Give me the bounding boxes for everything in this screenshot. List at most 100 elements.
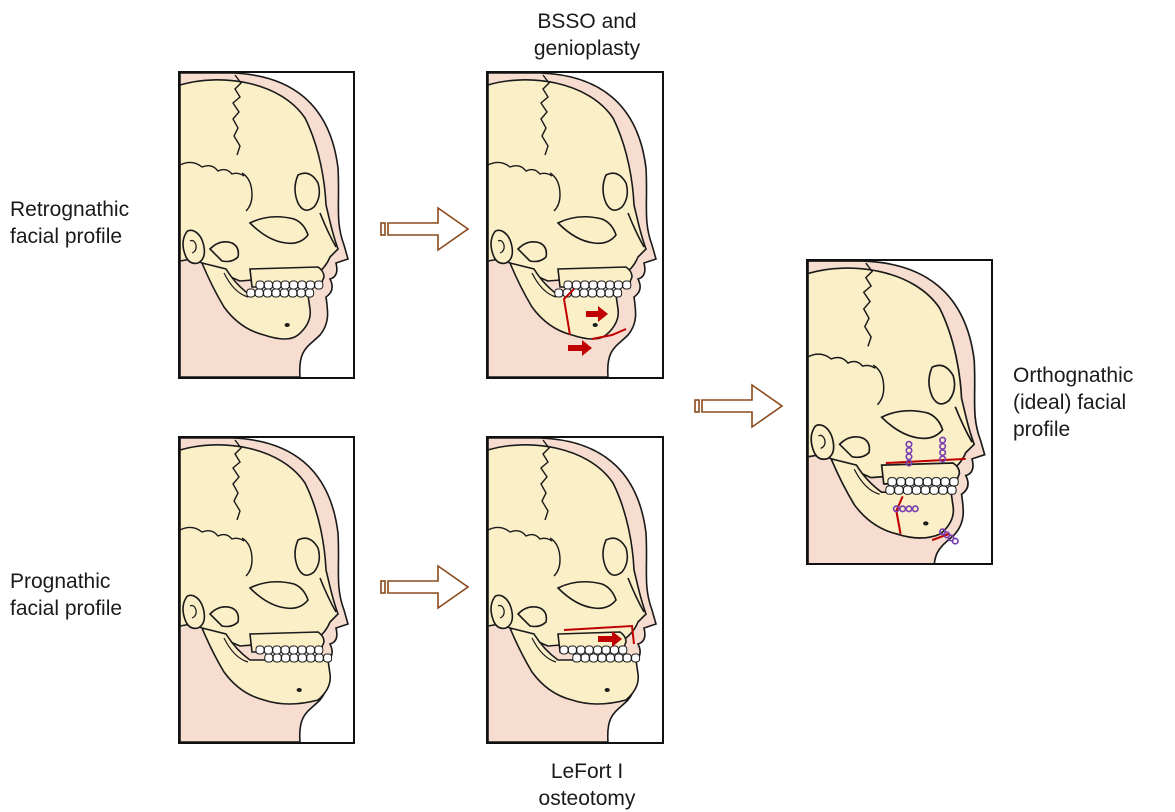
arrow-tail-bar — [695, 400, 699, 412]
upper-tooth — [572, 281, 580, 289]
upper-tooth — [923, 478, 931, 486]
upper-tooth — [315, 281, 323, 289]
lower-tooth — [632, 654, 640, 662]
lower-tooth — [580, 289, 588, 297]
orthognathic-label: Orthognathic (ideal) facial profile — [1013, 362, 1133, 443]
lower-tooth — [614, 289, 622, 297]
lower-tooth — [606, 654, 614, 662]
upper-tooth — [897, 478, 905, 486]
orthognathic-panel — [806, 259, 993, 565]
lower-tooth — [247, 289, 255, 297]
lower-tooth — [581, 654, 589, 662]
upper-tooth — [306, 281, 314, 289]
lower-tooth — [306, 289, 314, 297]
lower-tooth — [590, 654, 598, 662]
lower-tooth — [597, 289, 605, 297]
mental-foramen — [923, 521, 928, 525]
upper-tooth — [315, 646, 323, 654]
lower-tooth — [921, 486, 929, 494]
upper-tooth — [264, 281, 272, 289]
lefort-panel — [486, 436, 664, 744]
lower-tooth — [912, 486, 920, 494]
upper-tooth — [614, 281, 622, 289]
upper-tooth — [273, 646, 281, 654]
upper-tooth — [594, 646, 602, 654]
prognathic-label: Prognathic facial profile — [10, 568, 122, 622]
retrognathic-skull-drawing — [180, 73, 353, 377]
lower-tooth — [573, 654, 581, 662]
flow-arrow-3 — [694, 381, 786, 431]
lower-tooth — [895, 486, 903, 494]
arrow-body — [388, 208, 468, 250]
bsso-label: BSSO and genioplasty — [497, 8, 677, 62]
retrognathic-panel — [178, 71, 355, 379]
upper-tooth — [281, 281, 289, 289]
upper-tooth — [602, 646, 610, 654]
upper-tooth — [256, 646, 264, 654]
lower-tooth — [307, 654, 315, 662]
mental-foramen — [285, 323, 290, 327]
upper-tooth — [290, 281, 298, 289]
plate-screw — [953, 538, 958, 543]
upper-tooth — [577, 646, 585, 654]
upper-tooth — [888, 478, 896, 486]
upper-tooth — [298, 646, 306, 654]
lower-tooth — [930, 486, 938, 494]
prognathic-skull-drawing — [180, 438, 353, 742]
upper-tooth — [619, 646, 627, 654]
upper-tooth — [606, 281, 614, 289]
upper-tooth — [610, 646, 618, 654]
lower-tooth — [280, 289, 288, 297]
upper-tooth — [256, 281, 264, 289]
lower-tooth — [272, 289, 280, 297]
lower-tooth — [903, 486, 911, 494]
lower-tooth — [615, 654, 623, 662]
upper-tooth — [950, 478, 958, 486]
lower-tooth — [939, 486, 947, 494]
lower-tooth — [264, 289, 272, 297]
upper-tooth — [585, 646, 593, 654]
upper-tooth — [623, 281, 631, 289]
lefort-skull-drawing — [488, 438, 662, 742]
upper-tooth — [589, 281, 597, 289]
lower-tooth — [598, 654, 606, 662]
upper-tooth — [564, 281, 572, 289]
lower-tooth — [282, 654, 290, 662]
lower-tooth — [297, 289, 305, 297]
lower-tooth — [290, 654, 298, 662]
lower-tooth — [623, 654, 631, 662]
upper-tooth — [281, 646, 289, 654]
upper-tooth — [560, 646, 568, 654]
upper-tooth — [568, 646, 576, 654]
upper-tooth — [598, 281, 606, 289]
upper-tooth — [906, 478, 914, 486]
arrow-body — [702, 385, 782, 427]
prognathic-panel — [178, 436, 355, 744]
lower-tooth — [273, 654, 281, 662]
upper-tooth — [273, 281, 281, 289]
flow-arrow-2 — [380, 562, 472, 612]
lower-tooth — [588, 289, 596, 297]
upper-tooth — [941, 478, 949, 486]
bsso-panel — [486, 71, 664, 379]
upper-tooth — [306, 646, 314, 654]
arrow-tail-bar — [381, 223, 385, 235]
upper-tooth — [914, 478, 922, 486]
lower-tooth — [886, 486, 894, 494]
lower-tooth — [324, 654, 332, 662]
lefort-label: LeFort I osteotomy — [497, 758, 677, 812]
lower-tooth — [605, 289, 613, 297]
lower-tooth — [555, 289, 563, 297]
lower-tooth — [265, 654, 273, 662]
mental-foramen — [593, 323, 598, 327]
retrognathic-label: Retrognathic facial profile — [10, 196, 129, 250]
bsso-skull-drawing — [488, 73, 662, 377]
upper-tooth — [264, 646, 272, 654]
mental-foramen — [297, 688, 302, 692]
lower-tooth — [298, 654, 306, 662]
flow-arrow-1 — [380, 204, 472, 254]
upper-tooth — [298, 281, 306, 289]
orthognathic-skull-drawing — [808, 261, 991, 563]
lower-tooth — [315, 654, 323, 662]
upper-tooth — [581, 281, 589, 289]
